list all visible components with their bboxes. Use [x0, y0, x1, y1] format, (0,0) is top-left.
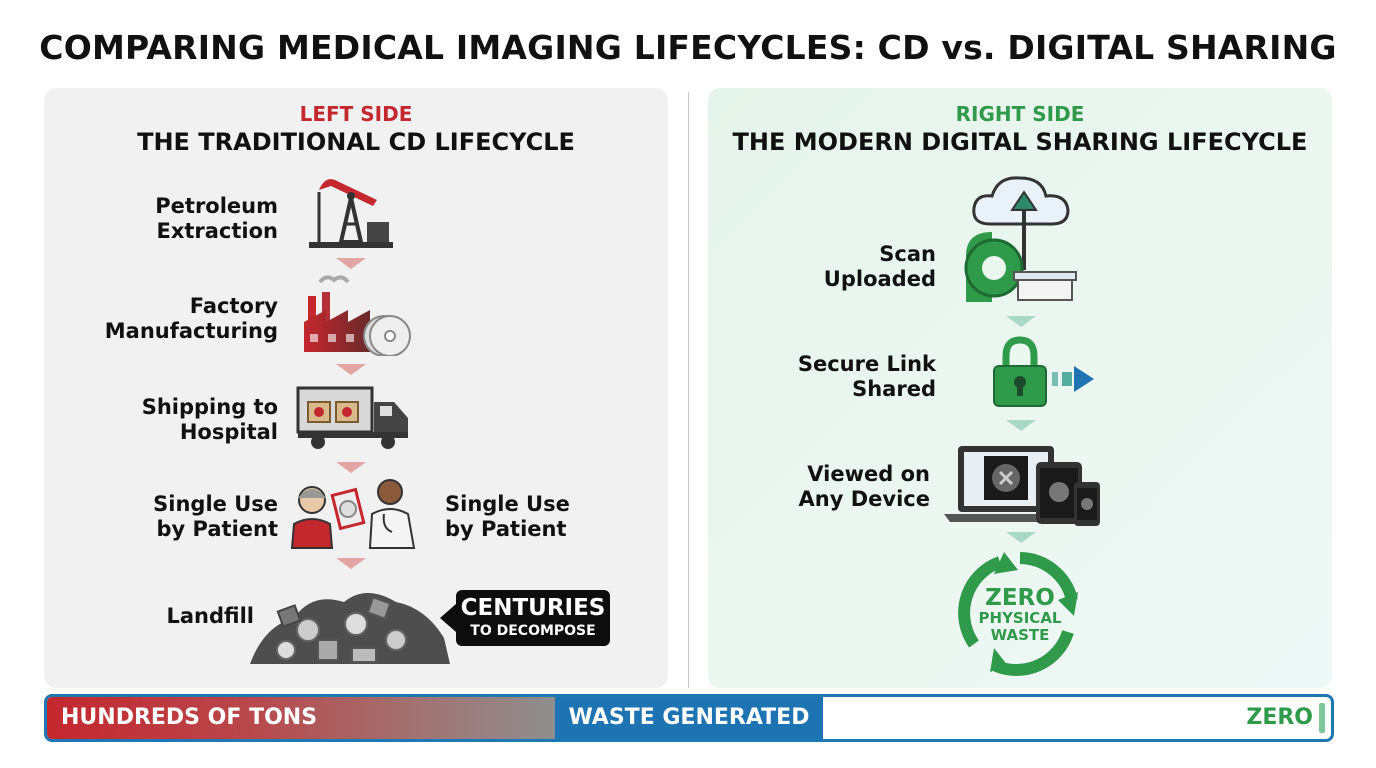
left-side-heading: THE TRADITIONAL CD LIFECYCLE — [137, 128, 575, 156]
flow-arrow — [336, 364, 366, 375]
centuries-text: CENTURIES — [460, 595, 606, 621]
step-line: Factory — [189, 294, 278, 318]
step-single-use-right: Single Use by Patient — [445, 492, 570, 542]
flow-arrow — [336, 558, 366, 569]
step-line: Shipping to — [141, 395, 278, 419]
step-line: Uploaded — [823, 267, 936, 291]
waste-text: WASTE — [990, 626, 1050, 644]
bar-zero: ZERO — [1246, 705, 1313, 730]
step-line: Shared — [852, 377, 936, 401]
step-shipping-to-hospital: Shipping to Hospital — [142, 395, 278, 445]
bar-hundreds-of-tons: HUNDREDS OF TONS — [47, 697, 555, 739]
flow-arrow — [1006, 420, 1036, 431]
page-title: COMPARING MEDICAL IMAGING LIFECYCLES: CD… — [39, 28, 1337, 67]
step-factory-manufacturing: Factory Manufacturing — [105, 294, 278, 344]
step-line: Any Device — [798, 487, 930, 511]
step-line: Extraction — [156, 219, 278, 243]
cloud-upload-scanner-icon — [964, 176, 1077, 302]
patient-doctor-icon — [290, 479, 416, 549]
centuries-callout: CENTURIES TO DECOMPOSE — [440, 590, 610, 646]
step-scan-uploaded: Scan Uploaded — [824, 242, 936, 292]
factory-icon — [304, 275, 411, 356]
step-petroleum-extraction: Petroleum Extraction — [155, 194, 278, 244]
zero-text: ZERO — [985, 585, 1055, 611]
bar-end-cap — [1319, 703, 1325, 733]
lock-icon — [993, 336, 1094, 407]
step-line: Scan — [879, 242, 936, 266]
step-line: Single Use — [445, 492, 570, 516]
decompose-text: TO DECOMPOSE — [470, 623, 596, 639]
truck-icon — [296, 386, 408, 449]
flow-arrow — [1006, 316, 1036, 327]
landfill-icon — [250, 593, 450, 664]
step-line: Manufacturing — [104, 319, 278, 343]
zero-waste-label: ZERO PHYSICAL WASTE — [960, 586, 1080, 644]
physical-text: PHYSICAL — [978, 609, 1062, 627]
step-single-use: Single Use by Patient — [153, 492, 278, 542]
step-secure-link-shared: Secure Link Shared — [798, 352, 936, 402]
step-viewed-on-device: Viewed on Any Device — [799, 462, 930, 512]
step-line: by Patient — [445, 517, 567, 541]
step-line: Viewed on — [807, 462, 930, 486]
left-side-tag: LEFT SIDE — [299, 102, 413, 126]
flow-arrow — [336, 258, 366, 269]
recycle-icon — [958, 552, 1078, 676]
step-landfill: Landfill — [167, 604, 255, 629]
step-line: Secure Link — [797, 352, 936, 376]
flow-arrow — [336, 462, 366, 473]
right-side-tag: RIGHT SIDE — [955, 102, 1085, 126]
step-line: Landfill — [166, 604, 255, 628]
waste-bar: HUNDREDS OF TONS WASTE GENERATED ZERO — [44, 694, 1334, 742]
step-line: by Patient — [156, 517, 279, 541]
flow-arrow — [1006, 532, 1036, 543]
right-side-heading: THE MODERN DIGITAL SHARING LIFECYCLE — [732, 128, 1308, 156]
devices-icon — [944, 446, 1100, 526]
step-line: Hospital — [179, 420, 278, 444]
step-line: Petroleum — [155, 194, 278, 218]
oil-pump-icon — [309, 179, 393, 248]
divider — [688, 92, 689, 688]
step-line: Single Use — [153, 492, 278, 516]
bar-waste-generated: WASTE GENERATED — [555, 697, 823, 739]
